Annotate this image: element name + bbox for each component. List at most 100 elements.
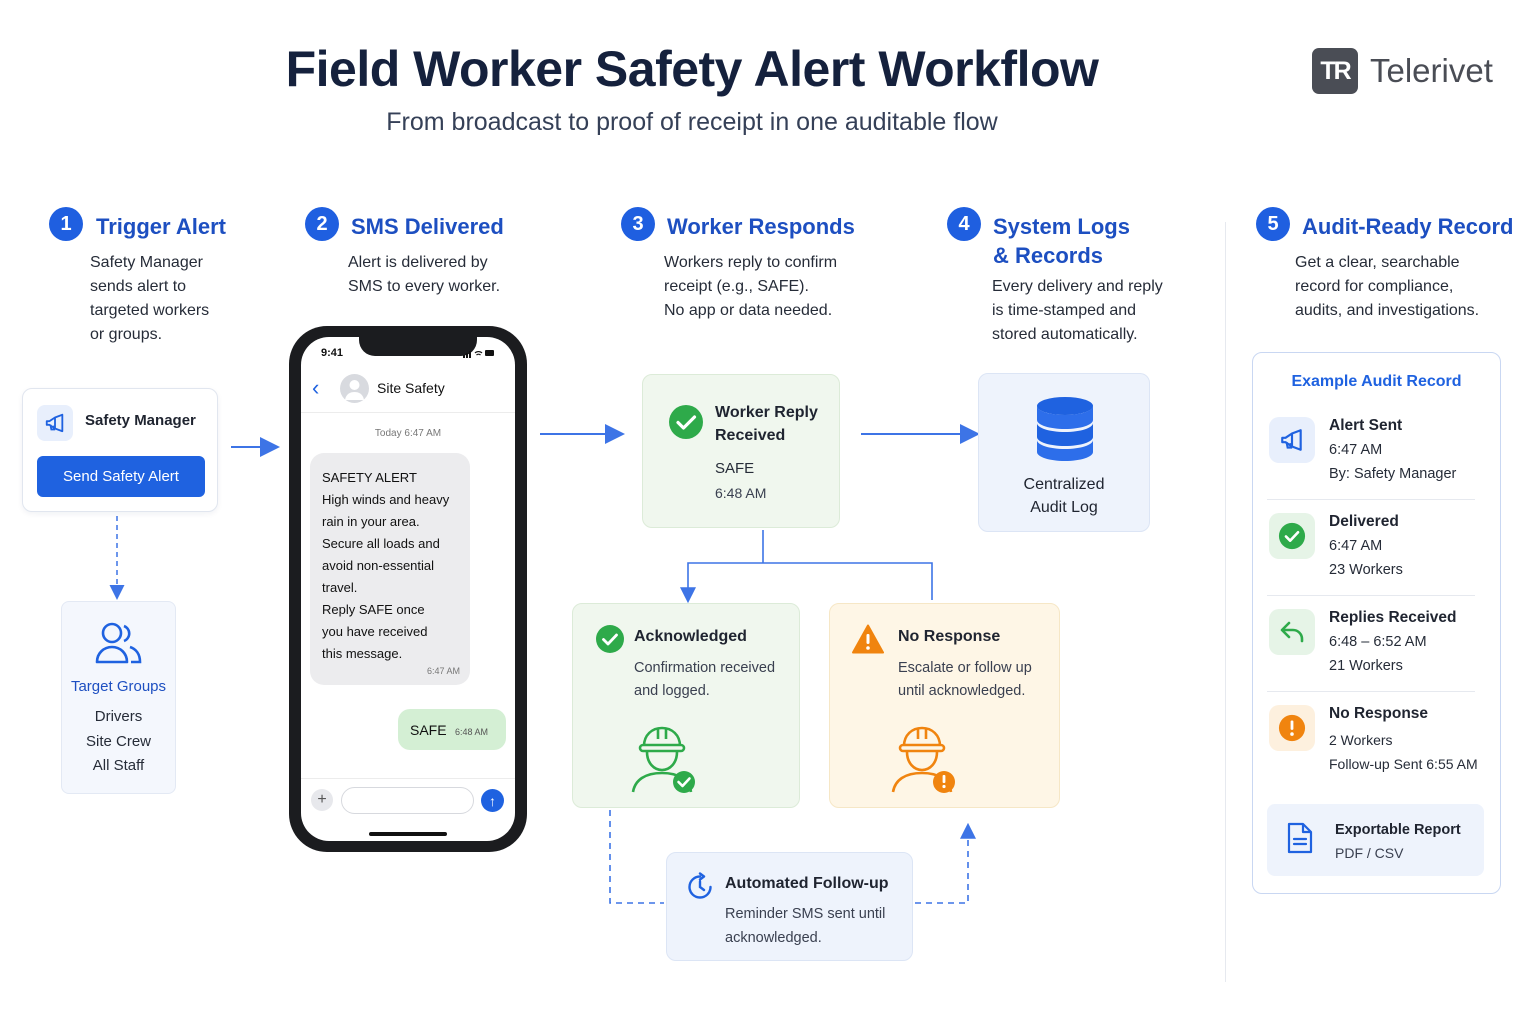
incoming-message-bubble: SAFETY ALERT High winds and heavy rain i… xyxy=(310,453,470,685)
acknowledged-title: Acknowledged xyxy=(634,628,747,645)
worker-check-icon xyxy=(630,720,696,799)
safety-manager-label: Safety Manager xyxy=(85,412,196,429)
page-title: Field Worker Safety Alert Workflow xyxy=(285,41,1099,97)
audit-row-detail: 6:47 AM xyxy=(1329,442,1383,458)
document-icon xyxy=(1287,822,1313,859)
automated-followup-card: Automated Follow-up Reminder SMS sent un… xyxy=(666,852,913,961)
step-3-badge: 3 xyxy=(621,207,655,241)
no-response-title: No Response xyxy=(898,628,1001,645)
phone-header-divider xyxy=(301,412,515,413)
audit-row-divider xyxy=(1267,595,1475,596)
target-groups-title: Target Groups xyxy=(70,678,167,695)
message-line: rain in your area. xyxy=(322,514,420,529)
followup-loop-left xyxy=(609,810,664,904)
audit-row-divider xyxy=(1267,691,1475,692)
audit-row-title: No Response xyxy=(1329,705,1429,722)
reply-icon xyxy=(1269,609,1315,655)
check-circle-icon xyxy=(668,404,704,445)
step-5-badge: 5 xyxy=(1256,207,1290,241)
audit-row-detail: 2 Workers xyxy=(1329,732,1393,748)
message-line: Reply SAFE once xyxy=(322,602,425,617)
audit-row-title: Alert Sent xyxy=(1329,417,1403,434)
status-icons xyxy=(463,348,495,360)
audit-row-detail: By: Safety Manager xyxy=(1329,466,1457,482)
brand-logo: TR Telerivet xyxy=(1312,48,1493,94)
step-4-badge: 4 xyxy=(947,207,981,241)
audit-record-title: Example Audit Record xyxy=(1291,373,1462,390)
group-item-drivers[interactable]: Drivers xyxy=(94,708,143,725)
step-1-badge: 1 xyxy=(49,207,83,241)
worker-alert-icon xyxy=(890,720,956,799)
message-line: Secure all loads and xyxy=(322,536,440,551)
group-item-site-crew[interactable]: Site Crew xyxy=(85,733,152,750)
worker-reply-text: SAFE xyxy=(715,460,755,477)
step-2-title: SMS Delivered xyxy=(351,214,504,239)
target-groups-card: Target Groups Drivers Site Crew All Staf… xyxy=(61,601,176,794)
brand-name: Telerivet xyxy=(1370,52,1493,89)
message-line: this message. xyxy=(322,646,403,661)
add-attachment-button[interactable]: + xyxy=(311,789,333,811)
export-title: Exportable Report xyxy=(1335,822,1461,838)
audit-row-detail: 6:47 AM xyxy=(1329,538,1383,554)
branch-connector xyxy=(687,530,933,600)
step-4-title: System Logs& Records xyxy=(993,214,1130,268)
page-subtitle: From broadcast to proof of receipt in on… xyxy=(386,108,998,136)
step-2-header: 2 xyxy=(305,207,339,241)
step-2-badge: 2 xyxy=(305,207,339,241)
export-formats: PDF / CSV xyxy=(1335,845,1404,861)
message-line: you have received xyxy=(322,624,428,639)
audit-row-title: Replies Received xyxy=(1329,609,1457,626)
outgoing-message-text: SAFE xyxy=(410,722,447,738)
megaphone-icon xyxy=(1269,417,1315,463)
warning-triangle-icon xyxy=(852,624,884,659)
back-chevron-icon[interactable]: ‹ xyxy=(312,375,320,400)
check-circle-icon xyxy=(1269,513,1315,559)
check-circle-icon xyxy=(595,624,625,659)
audit-row-detail: Follow-up Sent 6:55 AM xyxy=(1329,756,1478,772)
message-input[interactable] xyxy=(341,787,474,814)
audit-row-detail: 6:48 – 6:52 AM xyxy=(1329,634,1427,650)
clock-refresh-icon xyxy=(685,872,715,907)
send-message-button[interactable]: ↑ xyxy=(481,789,504,812)
alert-circle-icon xyxy=(1269,705,1315,751)
section-divider xyxy=(1225,222,1226,982)
phone-clock: 9:41 xyxy=(321,347,344,359)
example-audit-record: Example Audit Record Alert Sent 6:47 AM … xyxy=(1252,352,1501,894)
brand-mark: TR xyxy=(1312,48,1358,94)
followup-title: Automated Follow-up xyxy=(725,875,889,892)
users-icon xyxy=(94,620,144,671)
followup-loop-right xyxy=(915,822,976,904)
megaphone-icon xyxy=(37,405,73,441)
contact-name: Site Safety xyxy=(377,380,445,396)
step-3-title: Worker Responds xyxy=(667,214,855,239)
step-5-header: 5 xyxy=(1256,207,1290,241)
step-1-header: 1 xyxy=(49,207,83,241)
audit-row-title: Delivered xyxy=(1329,513,1399,530)
safety-manager-card: Safety Manager Send Safety Alert xyxy=(22,388,218,512)
step-1-title: Trigger Alert xyxy=(96,214,226,239)
group-item-all-staff[interactable]: All Staff xyxy=(92,757,145,774)
incoming-message-time: 6:47 AM xyxy=(426,666,460,676)
send-safety-alert-button[interactable]: Send Safety Alert xyxy=(37,456,205,497)
message-line: SAFETY ALERT xyxy=(322,470,417,485)
outgoing-message-bubble: SAFE 6:48 AM xyxy=(398,709,506,750)
message-line: avoid non-essential xyxy=(322,558,435,573)
message-line: High winds and heavy xyxy=(322,492,450,507)
audit-row-detail: 23 Workers xyxy=(1329,562,1403,578)
message-line: travel. xyxy=(322,580,358,595)
phone-composer-divider xyxy=(301,778,515,779)
exportable-report-button[interactable]: Exportable Report PDF / CSV xyxy=(1267,804,1484,876)
outgoing-message-time: 6:48 AM xyxy=(455,727,489,737)
contact-avatar xyxy=(340,374,369,403)
